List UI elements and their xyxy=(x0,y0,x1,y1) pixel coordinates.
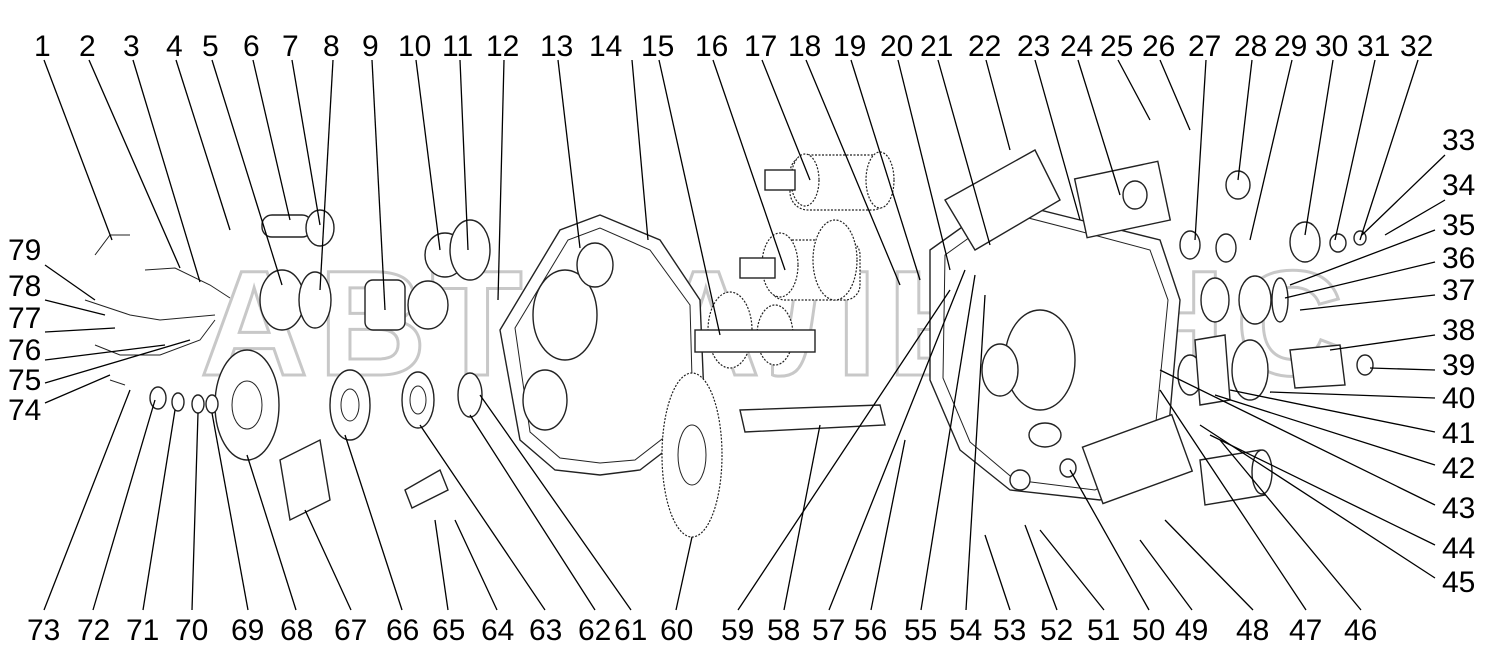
callout-28: 28 xyxy=(1234,30,1267,63)
callout-47: 47 xyxy=(1289,614,1322,647)
callout-50: 50 xyxy=(1132,614,1165,647)
callout-4: 4 xyxy=(166,30,183,63)
callout-31: 31 xyxy=(1357,30,1390,63)
callout-41: 41 xyxy=(1442,417,1475,450)
callout-45: 45 xyxy=(1442,566,1475,599)
callout-22: 22 xyxy=(968,30,1001,63)
callout-17: 17 xyxy=(744,30,777,63)
callout-55: 55 xyxy=(904,614,937,647)
callout-32: 32 xyxy=(1400,30,1433,63)
callout-35: 35 xyxy=(1442,209,1475,242)
callout-71: 71 xyxy=(126,614,159,647)
top-callouts: 1 2 3 4 5 6 7 8 9 10 11 12 13 14 15 16 1… xyxy=(34,30,1433,63)
callout-43: 43 xyxy=(1442,492,1475,525)
callout-36: 36 xyxy=(1442,242,1475,275)
callout-79: 79 xyxy=(8,234,41,267)
callout-10: 10 xyxy=(398,30,431,63)
callout-68: 68 xyxy=(280,614,313,647)
callout-58: 58 xyxy=(767,614,800,647)
callout-77: 77 xyxy=(8,302,41,335)
callout-66: 66 xyxy=(386,614,419,647)
callout-51: 51 xyxy=(1087,614,1120,647)
callout-6: 6 xyxy=(243,30,260,63)
callout-39: 39 xyxy=(1442,349,1475,382)
parts-drawing xyxy=(84,149,1374,538)
callout-3: 3 xyxy=(123,30,140,63)
callout-13: 13 xyxy=(540,30,573,63)
callout-9: 9 xyxy=(362,30,379,63)
bottom-callouts: 73 72 71 70 69 68 67 66 65 64 63 62 61 6… xyxy=(27,614,1377,647)
callout-63: 63 xyxy=(529,614,562,647)
callout-34: 34 xyxy=(1442,169,1475,202)
callout-72: 72 xyxy=(77,614,110,647)
callout-40: 40 xyxy=(1442,382,1475,415)
left-callouts: 79 78 77 76 75 74 xyxy=(8,234,41,427)
callout-2: 2 xyxy=(79,30,96,63)
leader-lines xyxy=(43,59,1446,611)
callout-76: 76 xyxy=(8,334,41,367)
callout-29: 29 xyxy=(1274,30,1307,63)
callout-42: 42 xyxy=(1442,452,1475,485)
callout-20: 20 xyxy=(880,30,913,63)
callout-44: 44 xyxy=(1442,532,1475,565)
callout-75: 75 xyxy=(8,364,41,397)
right-callouts: 33 34 35 36 37 38 39 40 41 42 43 44 45 xyxy=(1442,124,1475,599)
callout-65: 65 xyxy=(432,614,465,647)
callout-49: 49 xyxy=(1175,614,1208,647)
callout-46: 46 xyxy=(1344,614,1377,647)
callout-56: 56 xyxy=(854,614,887,647)
callout-15: 15 xyxy=(641,30,674,63)
callout-74: 74 xyxy=(8,394,41,427)
callout-33: 33 xyxy=(1442,124,1475,157)
callout-52: 52 xyxy=(1040,614,1073,647)
callout-60: 60 xyxy=(660,614,693,647)
callout-12: 12 xyxy=(486,30,519,63)
callout-30: 30 xyxy=(1315,30,1348,63)
callout-23: 23 xyxy=(1017,30,1050,63)
callout-8: 8 xyxy=(323,30,340,63)
callout-24: 24 xyxy=(1060,30,1093,63)
callout-37: 37 xyxy=(1442,274,1475,307)
callout-67: 67 xyxy=(334,614,367,647)
callout-53: 53 xyxy=(993,614,1026,647)
callout-5: 5 xyxy=(202,30,219,63)
callout-61: 61 xyxy=(614,614,647,647)
callout-70: 70 xyxy=(175,614,208,647)
callout-27: 27 xyxy=(1188,30,1221,63)
callout-7: 7 xyxy=(282,30,299,63)
callout-1: 1 xyxy=(34,30,51,63)
callout-14: 14 xyxy=(589,30,622,63)
callout-78: 78 xyxy=(8,270,41,303)
callout-73: 73 xyxy=(27,614,60,647)
callout-57: 57 xyxy=(812,614,845,647)
callout-54: 54 xyxy=(949,614,982,647)
callout-64: 64 xyxy=(481,614,514,647)
callout-26: 26 xyxy=(1142,30,1175,63)
callout-18: 18 xyxy=(788,30,821,63)
callout-25: 25 xyxy=(1100,30,1133,63)
callout-48: 48 xyxy=(1236,614,1269,647)
callout-62: 62 xyxy=(578,614,611,647)
callout-16: 16 xyxy=(695,30,728,63)
callout-38: 38 xyxy=(1442,314,1475,347)
callout-21: 21 xyxy=(920,30,953,63)
callout-19: 19 xyxy=(833,30,866,63)
callout-59: 59 xyxy=(721,614,754,647)
callout-69: 69 xyxy=(231,614,264,647)
callout-11: 11 xyxy=(442,30,473,63)
